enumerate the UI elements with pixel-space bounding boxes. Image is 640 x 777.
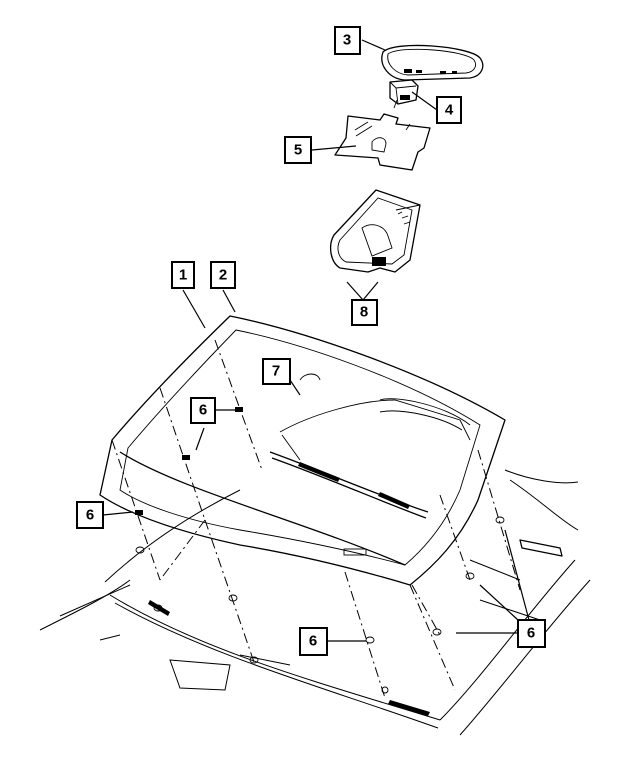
mirror-mount-button bbox=[389, 79, 419, 105]
mirror-adhesive-kit bbox=[334, 99, 431, 171]
callout-6-upper-label: 6 bbox=[199, 402, 207, 419]
callout-8-label: 8 bbox=[360, 304, 368, 321]
callout-5: 5 bbox=[284, 136, 312, 164]
callout-3-label: 3 bbox=[343, 32, 351, 49]
callout-6-right: 6 bbox=[517, 619, 546, 648]
callout-4: 4 bbox=[436, 96, 462, 124]
callout-6-upper: 6 bbox=[190, 397, 216, 424]
callout-6-left: 6 bbox=[76, 501, 104, 529]
callout-6-right-label: 6 bbox=[527, 625, 535, 642]
sensor-cover-trim bbox=[329, 189, 421, 273]
callout-1: 1 bbox=[171, 261, 195, 289]
callout-1-label: 1 bbox=[179, 267, 187, 284]
callout-6-bottom-label: 6 bbox=[309, 633, 317, 650]
windshield-moulding bbox=[269, 451, 429, 519]
retainer-clips bbox=[135, 407, 505, 694]
callout-2-label: 2 bbox=[219, 267, 227, 284]
leader-lines bbox=[102, 39, 530, 642]
callout-6-left-label: 6 bbox=[86, 507, 94, 524]
callout-2: 2 bbox=[210, 261, 236, 289]
windshield-glass bbox=[99, 315, 506, 586]
callout-6-bottom: 6 bbox=[299, 627, 328, 656]
callout-7: 7 bbox=[262, 358, 291, 385]
vehicle-body bbox=[39, 469, 591, 736]
callout-5-label: 5 bbox=[294, 142, 302, 159]
callout-8: 8 bbox=[351, 299, 378, 326]
dashboard-area bbox=[279, 398, 471, 461]
callout-4-label: 4 bbox=[445, 102, 454, 119]
rearview-mirror bbox=[381, 44, 484, 81]
callout-7-label: 7 bbox=[272, 363, 280, 380]
callout-3: 3 bbox=[334, 26, 361, 55]
clip-assembly-lines bbox=[111, 339, 521, 699]
